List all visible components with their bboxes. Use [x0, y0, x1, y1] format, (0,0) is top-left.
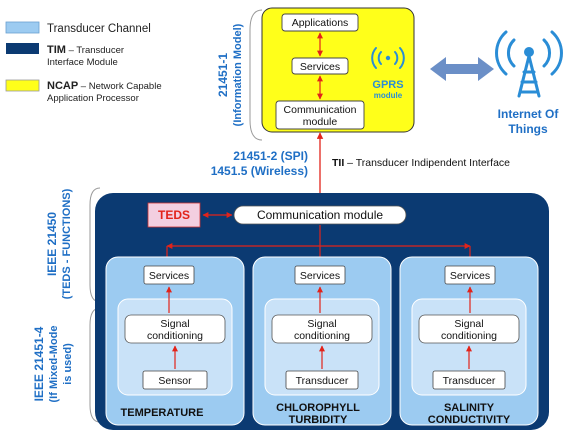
channel-services-label: Services: [300, 270, 340, 282]
ncap-iot-arrow: [430, 57, 494, 81]
ncap-comm-box: [275, 100, 365, 130]
channel-services-label: Services: [149, 270, 189, 282]
teds-side-label-1: IEEE 21450: [45, 212, 59, 276]
gprs-label: GPRS: [372, 79, 403, 91]
mixed-side-label-3: is used): [62, 343, 74, 385]
device-label: Transducer: [296, 375, 349, 387]
wireless-label: 1451.5 (Wireless): [211, 164, 308, 178]
signal-conditioning-label-1: Signal: [160, 318, 189, 330]
mixed-side-label-2: (If Mixed-Mode: [48, 326, 60, 403]
legend-tim-label-2: Interface Module: [47, 57, 118, 68]
channel-salinity-conductivity: Services Signal conditioning Transducer …: [399, 256, 539, 426]
iot-tower-icon: [495, 30, 563, 98]
channel-services-box: [294, 265, 346, 285]
channel-services-box: [444, 265, 496, 285]
signal-conditioning-label-1: Signal: [307, 318, 336, 330]
legend-ncap-swatch: [5, 79, 40, 92]
device-label: Sensor: [158, 375, 192, 387]
tim-box: TEDS Communication module Services Signa…: [95, 193, 549, 430]
applications-box: [281, 13, 359, 32]
device-box: [142, 370, 208, 390]
gprs-module-label: module: [374, 91, 403, 100]
iot-label-1: Internet Of: [498, 107, 560, 121]
device-box: [432, 370, 506, 390]
signal-conditioning-box: [124, 314, 226, 344]
tim-comm-box: [233, 205, 407, 225]
tim-comm-label: Communication module: [257, 208, 383, 222]
side-labels: [89, 9, 263, 423]
ncap-services-label: Services: [300, 61, 340, 73]
legend-tim-swatch: [6, 43, 39, 54]
channel-title-1: CHLOROPHYLL: [276, 402, 360, 414]
channel-title-1: SALINITY: [444, 402, 495, 414]
signal-conditioning-label-2: conditioning: [441, 330, 497, 342]
signal-conditioning-label-1: Signal: [454, 318, 483, 330]
mixed-mode-bracket: [89, 307, 101, 423]
channel-title-2: CONDUCTIVITY: [428, 414, 511, 426]
signal-conditioning-label-2: conditioning: [294, 330, 350, 342]
info-model-bracket: [249, 9, 263, 141]
ncap-comm-label-1: Communication: [284, 104, 357, 116]
tii-label: TII – Transducer Indipendent Interface: [332, 157, 510, 169]
ncap-box: Applications Services Communication modu…: [261, 7, 415, 133]
channel-chlorophyll-turbidity: Services Signal conditioning Transducer …: [252, 256, 392, 426]
legend-ncap-label-2: Application Processor: [47, 93, 139, 104]
legend-ncap-label: NCAP – Network Capable: [47, 80, 162, 92]
legend-channel-label: Transducer Channel: [47, 23, 151, 35]
spi-label: 21451-2 (SPI): [233, 149, 308, 163]
teds-box: [147, 202, 201, 228]
legend-tim-label: TIM – Transducer: [47, 44, 124, 56]
channel-services-label: Services: [450, 270, 490, 282]
gprs-signal-icon: [371, 47, 405, 69]
channel-services-box: [143, 265, 195, 285]
iot-label-2: Things: [508, 122, 548, 136]
signal-conditioning-box: [418, 314, 520, 344]
info-model-label-2: (Information Model): [232, 23, 244, 126]
legend-channel-swatch: [5, 21, 40, 34]
info-model-label-1: 21451-1: [216, 53, 230, 97]
legend: Transducer Channel TIM – Transducer Inte…: [5, 21, 162, 104]
device-box: [285, 370, 359, 390]
channel-temperature: Services Signal conditioning Sensor TEMP…: [105, 256, 245, 426]
applications-label: Applications: [292, 17, 349, 29]
ncap-services-box: [291, 57, 349, 75]
signal-conditioning-label-2: conditioning: [147, 330, 203, 342]
signal-conditioning-box: [271, 314, 373, 344]
teds-side-label-2: (TEDS - FUNCTIONS): [61, 188, 73, 299]
mixed-side-label-1: IEEE 21451-4: [32, 326, 46, 401]
channel-title-2: TURBIDITY: [289, 414, 348, 426]
teds-label: TEDS: [158, 208, 190, 222]
teds-bracket: [89, 187, 101, 303]
device-label: Transducer: [443, 375, 496, 387]
ncap-comm-label-2: module: [303, 116, 338, 128]
channel-title: TEMPERATURE: [121, 407, 204, 419]
